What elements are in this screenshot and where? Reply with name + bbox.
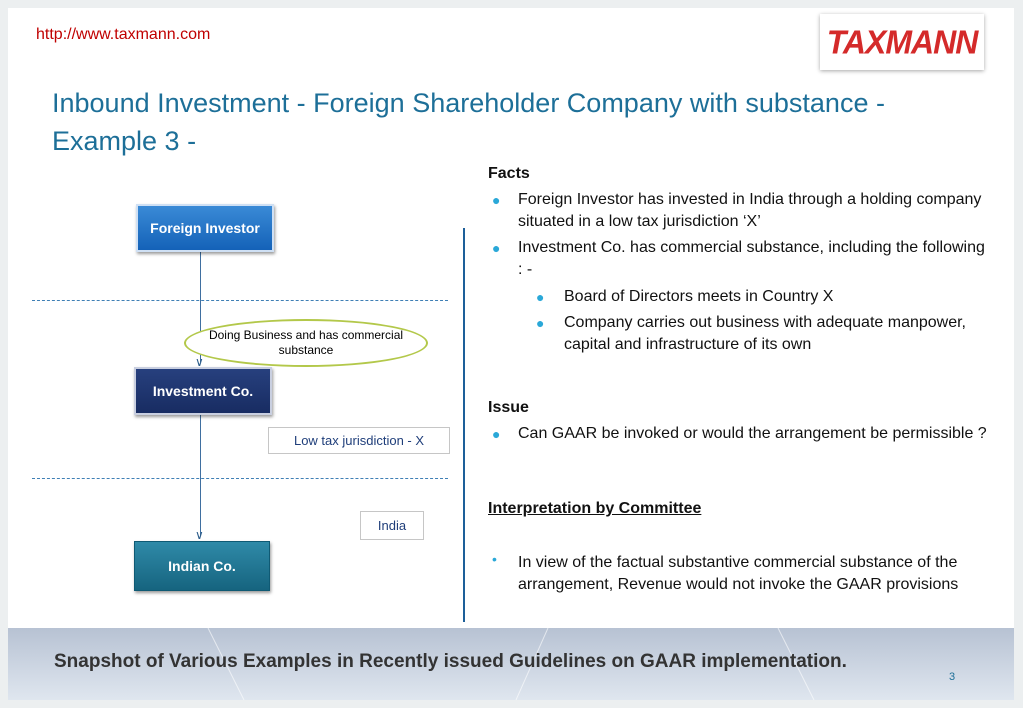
bullet-icon: • (492, 551, 497, 567)
substance-callout: Doing Business and has commercial substa… (184, 319, 428, 367)
arrow-down-icon: ∨ (195, 528, 204, 542)
slide-title: Inbound Investment - Foreign Shareholder… (52, 88, 885, 156)
website-url[interactable]: http://www.taxmann.com (36, 26, 211, 43)
facts-bullet: ● Foreign Investor has invested in India… (488, 189, 993, 233)
jurisdiction-divider-top (32, 300, 448, 301)
india-label: India (360, 511, 424, 540)
page-number: 3 (949, 671, 956, 683)
bullet-text: Board of Directors meets in Country X (564, 288, 834, 305)
slide: http://www.taxmann.com TAXMANN Inbound I… (8, 8, 1014, 700)
footer-decoration (207, 628, 815, 700)
footer-banner: Snapshot of Various Examples in Recently… (8, 628, 1014, 700)
vertical-divider (463, 228, 465, 622)
indian-co-box: Indian Co. (134, 541, 270, 591)
jurisdiction-divider-bottom (32, 478, 448, 479)
bullet-text: Foreign Investor has invested in India t… (518, 191, 982, 230)
bullet-text: Company carries out business with adequa… (564, 314, 966, 353)
bullet-icon: ● (492, 240, 501, 256)
facts-sub-bullet: ● Company carries out business with adeq… (536, 312, 986, 356)
issue-bullet: ● Can GAAR be invoked or would the arran… (488, 423, 993, 445)
issue-heading: Issue (488, 399, 529, 416)
structure-diagram: ∨ ∨ Foreign Investor Doing Business and … (8, 8, 468, 628)
bullet-text: In view of the factual substantive comme… (518, 554, 959, 593)
low-tax-jurisdiction-label: Low tax jurisdiction - X (268, 427, 450, 454)
taxmann-logo: TAXMANN (820, 14, 984, 70)
interpretation-bullet: • In view of the factual substantive com… (488, 551, 993, 596)
interpretation-heading: Interpretation by Committee (488, 500, 702, 517)
bullet-icon: ● (536, 315, 545, 331)
investment-co-box: Investment Co. (134, 367, 272, 415)
arrow-down-icon: ∨ (195, 355, 204, 369)
connector-line (200, 413, 201, 536)
bullet-icon: ● (492, 426, 501, 442)
bullet-text: Investment Co. has commercial substance,… (518, 239, 985, 278)
connector-line (200, 252, 201, 362)
bullet-text: Can GAAR be invoked or would the arrange… (518, 425, 987, 442)
facts-heading: Facts (488, 165, 530, 182)
facts-sub-bullet: ● Board of Directors meets in Country X (536, 286, 986, 308)
bullet-icon: ● (536, 289, 545, 305)
footer-text: Snapshot of Various Examples in Recently… (54, 651, 847, 672)
bullet-icon: ● (492, 192, 501, 208)
facts-bullet: ● Investment Co. has commercial substanc… (488, 237, 993, 281)
logo-text: TAXMANN (826, 22, 979, 61)
foreign-investor-box: Foreign Investor (136, 204, 274, 252)
